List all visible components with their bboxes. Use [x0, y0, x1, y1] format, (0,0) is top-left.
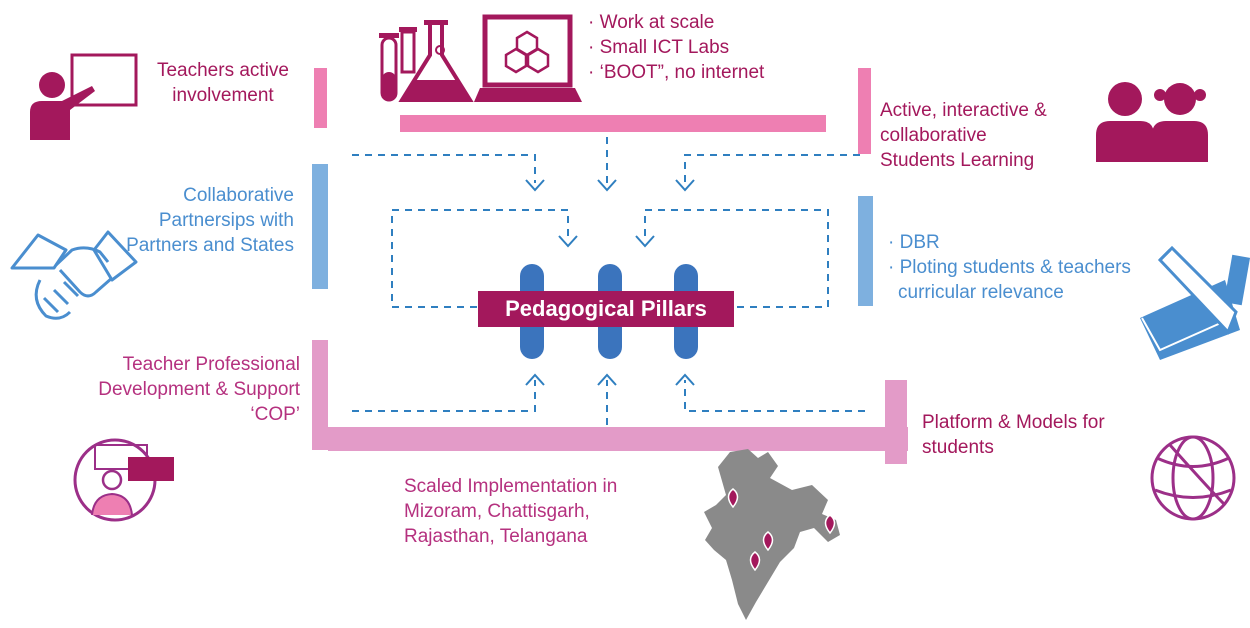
label-line: Rajasthan, Telangana	[404, 526, 588, 547]
flow-inner-right	[644, 209, 829, 308]
flow-bottom-left	[352, 380, 536, 412]
bar-platform-models	[885, 380, 907, 464]
students-icon	[1096, 82, 1208, 162]
laptop-icon	[474, 14, 582, 102]
arrow-up-3	[675, 373, 695, 386]
arrow-down-2	[597, 179, 617, 192]
bar-ict-horizontal	[400, 115, 826, 132]
handshake-icon	[10, 230, 138, 320]
bar-scaled-horizontal	[328, 427, 908, 451]
bar-teachers-involvement	[314, 68, 327, 128]
flow-top-right	[684, 154, 860, 183]
label-line: Collaborative	[183, 185, 294, 206]
students-learning-label: Active, interactive & collaborative Stud…	[880, 98, 1080, 173]
platform-models-label: Platform & Models for students	[922, 410, 1142, 460]
label-line: · DBR	[888, 232, 940, 253]
dbr-bullets-label: · DBR · Ploting students & teachers curr…	[888, 230, 1158, 305]
ict-bullets-label: · Work at scale · Small ICT Labs · ‘BOOT…	[588, 10, 808, 85]
map-pin-icon	[727, 488, 836, 572]
arrow-down-3	[675, 179, 695, 192]
label-line: · Ploting students & teachers	[888, 257, 1131, 278]
bar-partnerships	[312, 164, 328, 289]
bar-dbr	[858, 196, 873, 306]
label-line: collaborative	[880, 125, 987, 146]
arrow-down-1	[525, 179, 545, 192]
label-line: Platform & Models for	[922, 412, 1105, 433]
arrow-up-2	[597, 373, 617, 386]
bar-teacher-development	[312, 340, 328, 450]
partnerships-label: Collaborative Partnersips with Partners …	[104, 183, 294, 258]
label-line: Partners and States	[126, 235, 294, 256]
label-line: Teacher Professional	[122, 354, 300, 375]
lab-flask-icon	[379, 20, 474, 102]
teacher-board-icon	[30, 53, 138, 140]
scaled-implementation-label: Scaled Implementation in Mizoram, Chatti…	[404, 474, 664, 549]
bar-students-learning	[858, 68, 871, 154]
arrow-up-1	[525, 373, 545, 386]
pedagogical-pillars-title: Pedagogical Pillars	[478, 291, 734, 327]
label-line: Mizoram, Chattisgarh,	[404, 501, 590, 522]
flow-inner-left	[391, 209, 569, 308]
label-line: · Work at scale	[588, 12, 715, 33]
label-line: Students Learning	[880, 150, 1035, 171]
label-line: students	[922, 437, 994, 458]
label-line: Active, interactive &	[880, 100, 1047, 121]
globe-icon	[1150, 435, 1236, 521]
arrow-down-5	[635, 235, 655, 248]
label-line: involvement	[172, 85, 274, 106]
label-line: · ‘BOOT”, no internet	[588, 62, 765, 83]
label-line: · Small ICT Labs	[588, 37, 730, 58]
arrow-down-4	[558, 235, 578, 248]
flow-top-left	[352, 154, 536, 183]
flow-bottom-right	[684, 380, 865, 412]
label-line: Teachers active	[156, 60, 289, 81]
india-map-icon	[704, 449, 840, 620]
label-line: ‘COP’	[250, 404, 300, 425]
online-teacher-icon	[73, 438, 174, 522]
label-line: curricular relevance	[898, 282, 1064, 303]
book-pencil-icon	[1140, 245, 1250, 360]
label-line: Development & Support	[98, 379, 300, 400]
teachers-involvement-label: Teachers active involvement	[138, 58, 308, 108]
teacher-development-label: Teacher Professional Development & Suppo…	[60, 352, 300, 427]
label-line: Partnersips with	[158, 210, 294, 231]
label-line: Scaled Implementation in	[404, 476, 618, 497]
